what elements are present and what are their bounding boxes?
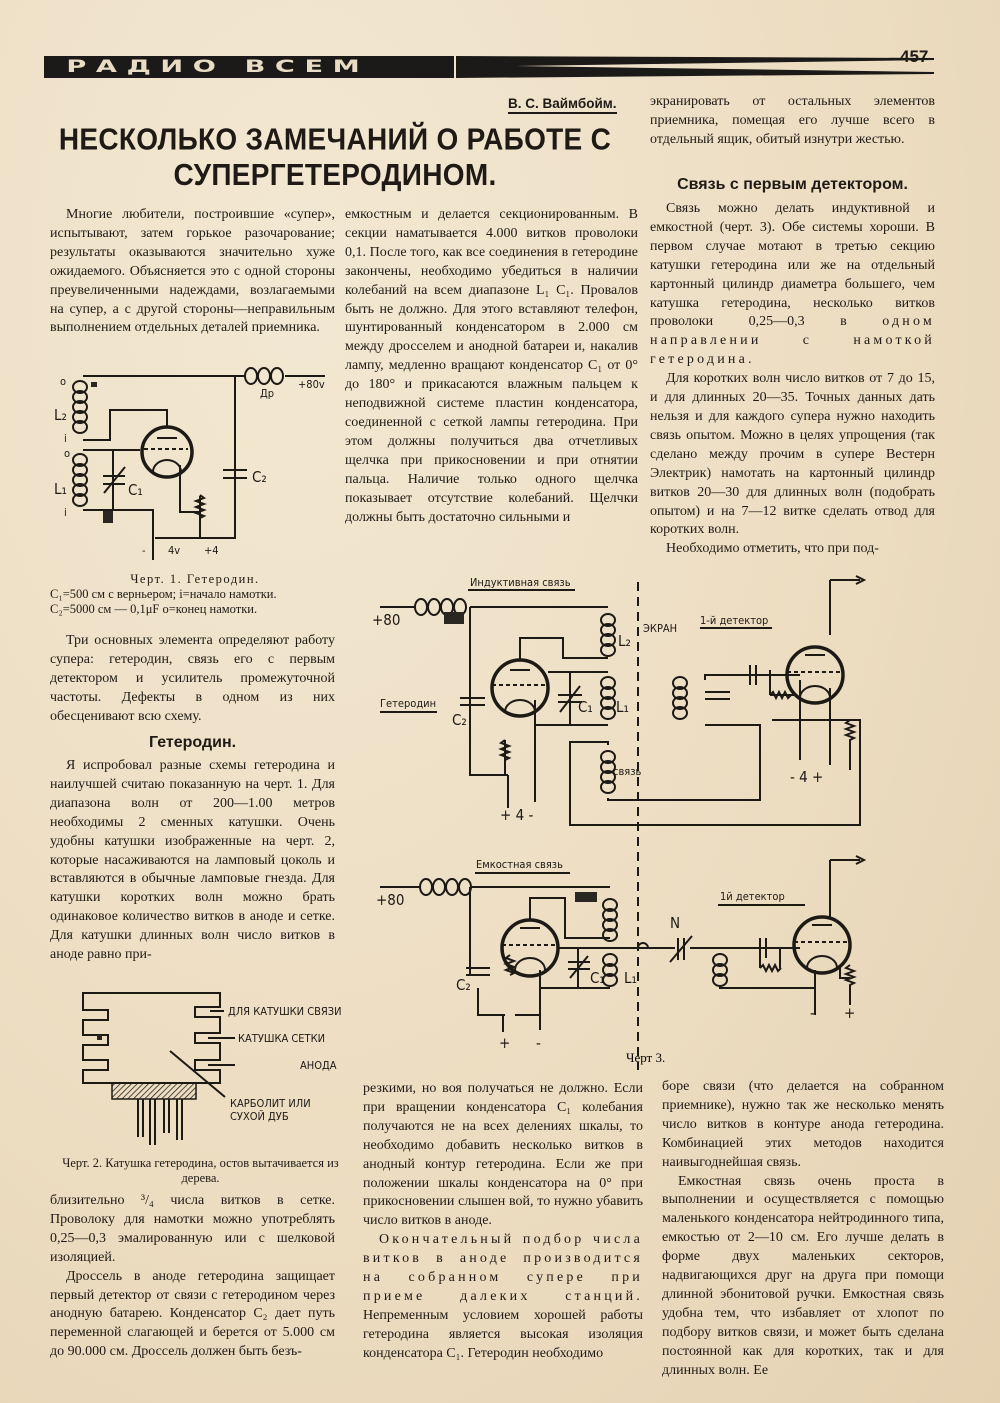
label-neutrodyne-capacitor: N	[670, 914, 680, 932]
label-L1: L₁	[616, 698, 629, 716]
paragraph-group: боре связи (что делается на собранном пр…	[662, 1078, 944, 1381]
paragraph: Многие любители, построившие «супер», ис…	[50, 207, 335, 336]
label-C1: C₁	[578, 698, 593, 716]
label-battery: + 4 -	[500, 806, 533, 824]
label-C1: C₁	[590, 969, 605, 987]
label-i: i	[64, 432, 67, 445]
label-coupling-coil: ДЛЯ КАТУШКИ СВЯЗИ	[228, 1005, 342, 1018]
label-capacitive-coupling: Емкостная связь	[476, 858, 563, 871]
label-C2: C₂	[452, 711, 467, 729]
coil-icon	[600, 613, 616, 657]
figure-1-oscillator-schematic: o L₂ i o L₁ i C₁ C₂ Др +80v - 4v +4	[54, 367, 325, 560]
paragraph: экранировать от остальных элементов прие…	[650, 94, 935, 147]
coil-icon	[419, 878, 472, 896]
coil-icon	[672, 676, 688, 720]
label-minus: -	[810, 1004, 815, 1022]
label-choke: Др	[260, 387, 274, 400]
figure-3-coupling-schematics: Индуктивная связь +80 Гетеродин C₂ C₁ L₁…	[372, 575, 867, 1070]
section-heading: Гетеродин.	[148, 734, 237, 751]
label-oscillator: Гетеродин	[380, 697, 436, 710]
paragraph: Дроссель в аноде гетеродина защищает пер…	[50, 1268, 335, 1360]
label-plus: +	[844, 1004, 855, 1022]
coil-icon	[602, 953, 618, 987]
label-plus80: +80	[372, 611, 400, 629]
paragraph: емкостным и делается секционированным. В…	[345, 207, 638, 525]
paragraph: Окончательный подбор числа витков в анод…	[363, 1232, 643, 1361]
label-L1: L₁	[624, 969, 637, 987]
paragraph: близительно ³/₄ числа витков в сетке. Пр…	[50, 1193, 335, 1265]
label-first-detector: 1й детектор	[720, 890, 785, 903]
paragraph-group: резкими, но воя получаться не должно. Ес…	[363, 1080, 643, 1364]
author: В. С. Ваймбойм.	[508, 96, 617, 114]
paragraph: резкими, но воя получаться не должно. Ес…	[363, 1081, 643, 1229]
magazine-banner: РАДИО ВСЕМ	[44, 56, 454, 78]
title-line: СУПЕРГЕТЕРОДИНОМ.	[173, 158, 497, 192]
paragraph: боре связи (что делается на собранном пр…	[662, 1079, 944, 1170]
label-plus4: +4	[204, 544, 219, 557]
figure-1-caption: Черт. 1. Гетеродин. C₁=500 см с верньеро…	[50, 572, 340, 617]
coil-icon	[72, 453, 88, 507]
label-material: СУХОЙ ДУБ	[230, 1110, 289, 1123]
article-title: НЕСКОЛЬКО ЗАМЕЧАНИЙ О РАБОТЕ С СУПЕРГЕТЕ…	[30, 121, 640, 192]
label-material: КАРБОЛИТ ИЛИ	[230, 1097, 311, 1110]
paragraph: Емкостная связь очень проста в выполнени…	[662, 1173, 944, 1378]
label-anode-coil: АНОДА	[300, 1059, 337, 1072]
section-heading: Связь с первым детектором.	[677, 176, 908, 193]
page-number: 457	[900, 47, 929, 66]
magazine-name: РАДИО ВСЕМ	[66, 57, 370, 77]
paragraph: Для коротких волн число витков от 7 до 1…	[650, 371, 935, 538]
caption-note: C₂=5000 см — 0,1μF o=конец намотки.	[50, 602, 258, 616]
paragraph: Три основных элемента определяют работу …	[50, 633, 335, 724]
banner-wedge	[456, 56, 934, 78]
coil-icon	[600, 676, 616, 720]
figure-2-caption: Черт. 2. Катушка гетеродина, остов вытач…	[62, 1156, 339, 1185]
label-C2: C₂	[252, 468, 267, 486]
label-L2: L₂	[618, 632, 631, 650]
label-L1: L₁	[54, 480, 67, 498]
label-4v: 4v	[168, 544, 180, 557]
paragraph: Я испробовал разные схемы гетеродина и н…	[50, 758, 335, 963]
label-plus80: +80v	[298, 378, 325, 391]
label-grid-coil: КАТУШКА СЕТКИ	[238, 1032, 325, 1045]
caption-note: C₁=500 см с верньером; i=начало намотки.	[50, 587, 277, 601]
label-L2: L₂	[54, 406, 67, 424]
coil-icon	[600, 750, 616, 794]
label-first-detector: 1-й детектор	[700, 614, 768, 627]
coil-icon	[72, 380, 88, 434]
caption-title: Черт. 1. Гетеродин.	[130, 572, 260, 586]
label-inductive-coupling: Индуктивная связь	[470, 576, 571, 589]
title-line: НЕСКОЛЬКО ЗАМЕЧАНИЙ О РАБОТЕ С	[58, 122, 612, 156]
paragraph-group: Связь можно делать индуктивной и емкостн…	[650, 200, 935, 559]
label-plus80: +80	[376, 891, 404, 909]
label-C2: C₂	[456, 976, 471, 994]
label-minus: -	[142, 544, 146, 557]
coil-icon	[712, 953, 728, 987]
label-C1: C₁	[128, 481, 143, 499]
coil-icon	[602, 898, 618, 942]
label-detector-battery: - 4 +	[790, 768, 823, 786]
coil-icon	[244, 367, 284, 385]
label-coupling-coil: связь	[613, 765, 641, 778]
label-plus: +	[499, 1034, 510, 1052]
label-i: i	[64, 506, 67, 519]
label-minus: -	[536, 1034, 541, 1052]
paragraph: Связь можно делать индуктивной и емкостн…	[650, 201, 935, 368]
figure-3-caption: Черт 3.	[626, 1050, 665, 1065]
label-o: o	[60, 375, 66, 388]
paragraph-group: близительно ³/₄ числа витков в сетке. Пр…	[50, 1192, 335, 1362]
paragraph: Необходимо отметить, что при под-	[666, 541, 879, 557]
label-o: o	[64, 447, 70, 460]
label-screen: ЭКРАН	[643, 622, 677, 635]
figure-2-coil-drawing: ДЛЯ КАТУШКИ СВЯЗИ КАТУШКА СЕТКИ АНОДА КА…	[82, 992, 342, 1145]
